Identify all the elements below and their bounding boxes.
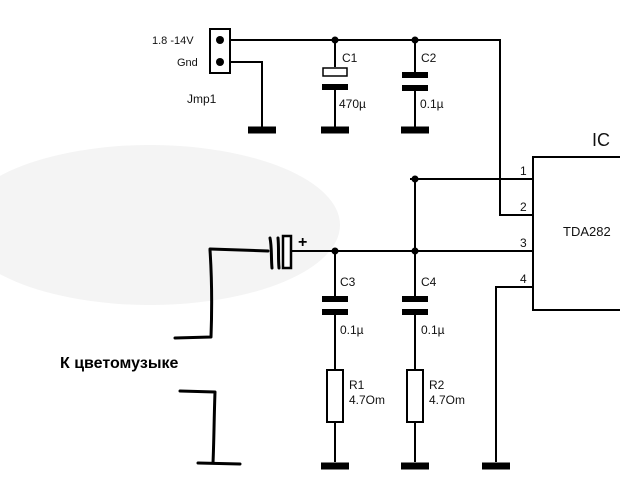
jumper-pin2-label: Gnd (177, 57, 198, 69)
c4-value: 0.1µ (421, 323, 445, 337)
ic-body (532, 156, 620, 311)
polarity-plus-mark: + (298, 234, 307, 251)
ic-part-number: TDA282 (563, 224, 611, 239)
junction-dots (331, 36, 419, 255)
ic-pin2-number: 2 (520, 200, 527, 214)
jumper-pin1-label: 1.8 -14V (152, 35, 194, 47)
pin4-net-wires (495, 286, 533, 462)
jumper-designator: Jmp1 (187, 92, 217, 106)
jumper-jmp1 (209, 28, 231, 74)
pin1-net-wires (410, 178, 533, 462)
input-lead-upper (173, 248, 214, 340)
c1-name: C1 (342, 51, 358, 65)
c2-value: 0.1µ (420, 97, 444, 111)
ic-pin4-number: 4 (520, 272, 527, 286)
input-coupling-capacitor (208, 234, 293, 270)
input-lead-lower (178, 389, 242, 466)
c3-name: C3 (340, 275, 356, 289)
r2-name: R2 (429, 378, 445, 392)
jumper-ground-wire (220, 61, 263, 128)
capacitor-c2 (402, 72, 428, 91)
input-caption: К цветомузыке (60, 355, 178, 372)
ic-designator: IC (592, 130, 610, 150)
c1-value: 470µ (339, 97, 366, 111)
capacitor-c1 (322, 67, 348, 90)
capacitor-c3 (322, 296, 348, 315)
ic-pin1-number: 1 (520, 164, 527, 178)
c3-value: 0.1µ (340, 323, 364, 337)
r1-name: R1 (349, 378, 365, 392)
resistor-r2 (406, 369, 424, 423)
c2-name: C2 (421, 51, 437, 65)
resistor-r1 (326, 369, 344, 423)
c4-name: C4 (421, 275, 437, 289)
power-rail-wires (220, 39, 533, 216)
r2-value: 4.7Om (429, 393, 465, 407)
background-smudge (0, 145, 340, 305)
r1-value: 4.7Om (349, 393, 385, 407)
ic-pin3-number: 3 (520, 236, 527, 250)
capacitor-c4 (402, 296, 428, 315)
